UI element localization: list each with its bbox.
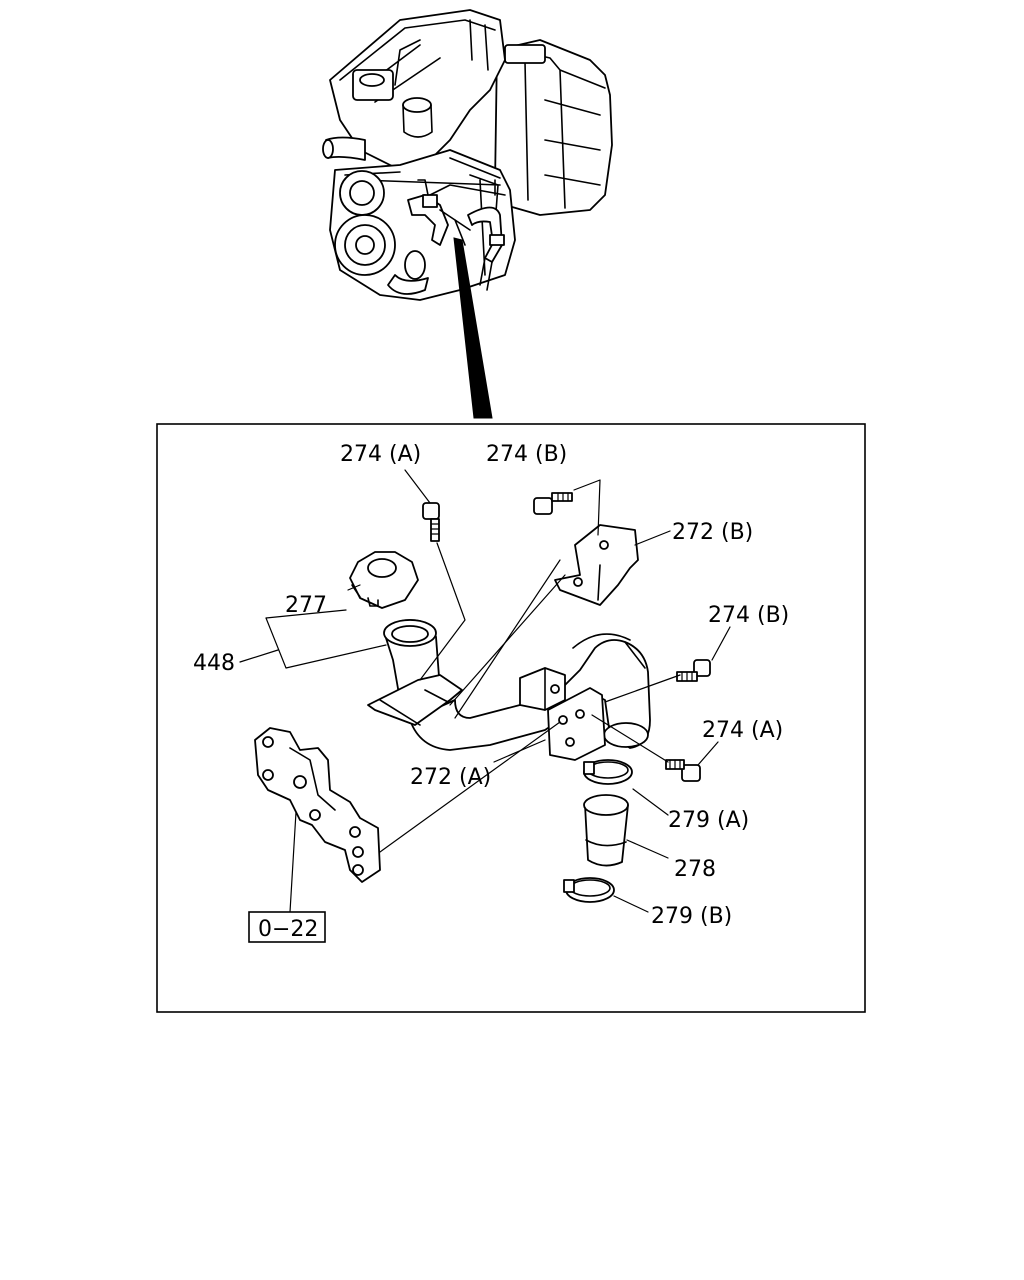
pipe-272a [409, 633, 651, 761]
callout-274a-right: 274 (A) [702, 718, 783, 743]
callout-272a: 272 (A) [410, 765, 491, 790]
bolt-274b-right [676, 659, 711, 682]
callout-274b-right: 274 (B) [708, 603, 789, 628]
callout-274b-top: 274 (B) [486, 442, 567, 467]
bolt-274a-top [422, 502, 440, 542]
callout-448: 448 [193, 651, 235, 676]
callout-279a: 279 (A) [668, 808, 749, 833]
filler-cap-277 [349, 551, 419, 609]
bracket-272b [554, 524, 639, 606]
clamp-279b [563, 877, 615, 903]
callout-272b: 272 (B) [672, 520, 753, 545]
callout-ref-0-22[interactable]: 0−22 [258, 917, 318, 942]
callout-277: 277 [285, 593, 327, 618]
leader-arrow [453, 237, 493, 419]
engine-overview-illustration [322, 9, 613, 419]
callout-278: 278 [674, 857, 716, 882]
engine-bracket-0-22 [254, 727, 381, 883]
callout-279b: 279 (B) [651, 904, 732, 929]
bolt-274a-right [665, 759, 701, 782]
clamp-279a [583, 759, 633, 785]
hose-278 [583, 794, 629, 867]
bolt-274b-top [533, 492, 573, 515]
leader-lines [239, 469, 731, 913]
reference-box [248, 911, 326, 943]
detail-frame [156, 423, 866, 1013]
callout-274a-top: 274 (A) [340, 442, 421, 467]
filler-neck-448 [367, 619, 463, 726]
